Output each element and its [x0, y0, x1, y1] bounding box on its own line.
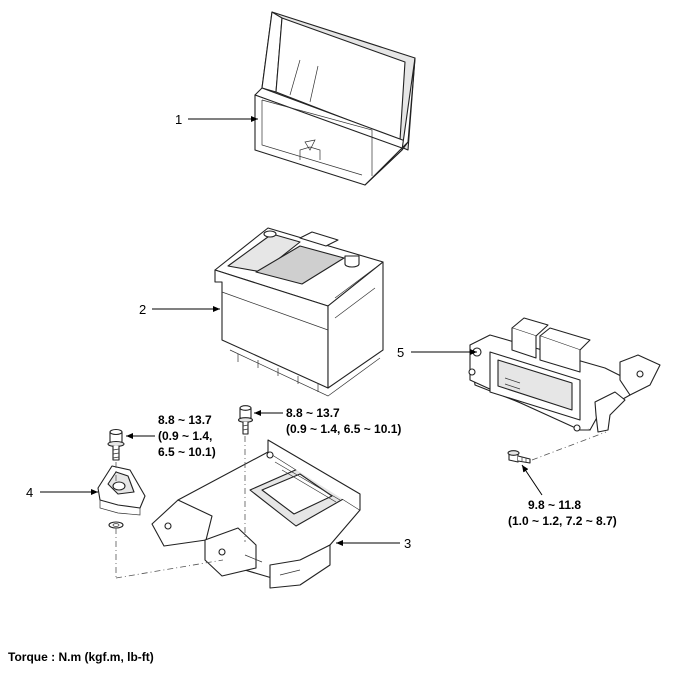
callout-5-label: 5	[397, 345, 404, 360]
torque-right-line1: 9.8 ~ 11.8	[528, 498, 581, 512]
torque-right-line2: (1.0 ~ 1.2, 7.2 ~ 8.7)	[508, 514, 617, 528]
assembly-centerlines	[115, 431, 607, 579]
callout-4-label: 4	[26, 485, 33, 500]
bolt-right	[507, 450, 531, 464]
callout-5: 5	[397, 345, 477, 360]
torque-left-line1: 8.8 ~ 13.7	[158, 413, 212, 427]
torque-units-note: Torque : N.m (kgf.m, lb-ft)	[8, 650, 154, 664]
hold-down-bracket	[97, 465, 146, 529]
bolt-left	[107, 428, 125, 461]
torque-center-line2: (0.9 ~ 1.4, 6.5 ~ 10.1)	[286, 422, 401, 436]
bolt-center	[237, 405, 254, 435]
ecm-bracket	[468, 317, 661, 433]
callout-2-label: 2	[139, 302, 146, 317]
torque-spec-center: 8.8 ~ 13.7 (0.9 ~ 1.4, 6.5 ~ 10.1)	[286, 406, 401, 436]
torque-center-line1: 8.8 ~ 13.7	[286, 406, 340, 420]
torque-spec-left: 8.8 ~ 13.7 (0.9 ~ 1.4, 6.5 ~ 10.1)	[158, 413, 216, 459]
battery-tray	[151, 439, 361, 589]
callout-4: 4	[26, 485, 98, 500]
callout-3-label: 3	[404, 536, 411, 551]
battery	[214, 227, 384, 397]
torque-left-line3: 6.5 ~ 10.1)	[158, 445, 216, 459]
callout-2: 2	[139, 302, 220, 317]
torque-left-line2: (0.9 ~ 1.4,	[158, 429, 212, 443]
battery-insulation-case	[254, 11, 416, 186]
torque-spec-right: 9.8 ~ 11.8 (1.0 ~ 1.2, 7.2 ~ 8.7)	[508, 498, 617, 528]
callout-1: 1	[175, 112, 258, 127]
callout-1-label: 1	[175, 112, 182, 127]
torque-arrows	[126, 410, 543, 496]
callout-3: 3	[336, 536, 411, 551]
